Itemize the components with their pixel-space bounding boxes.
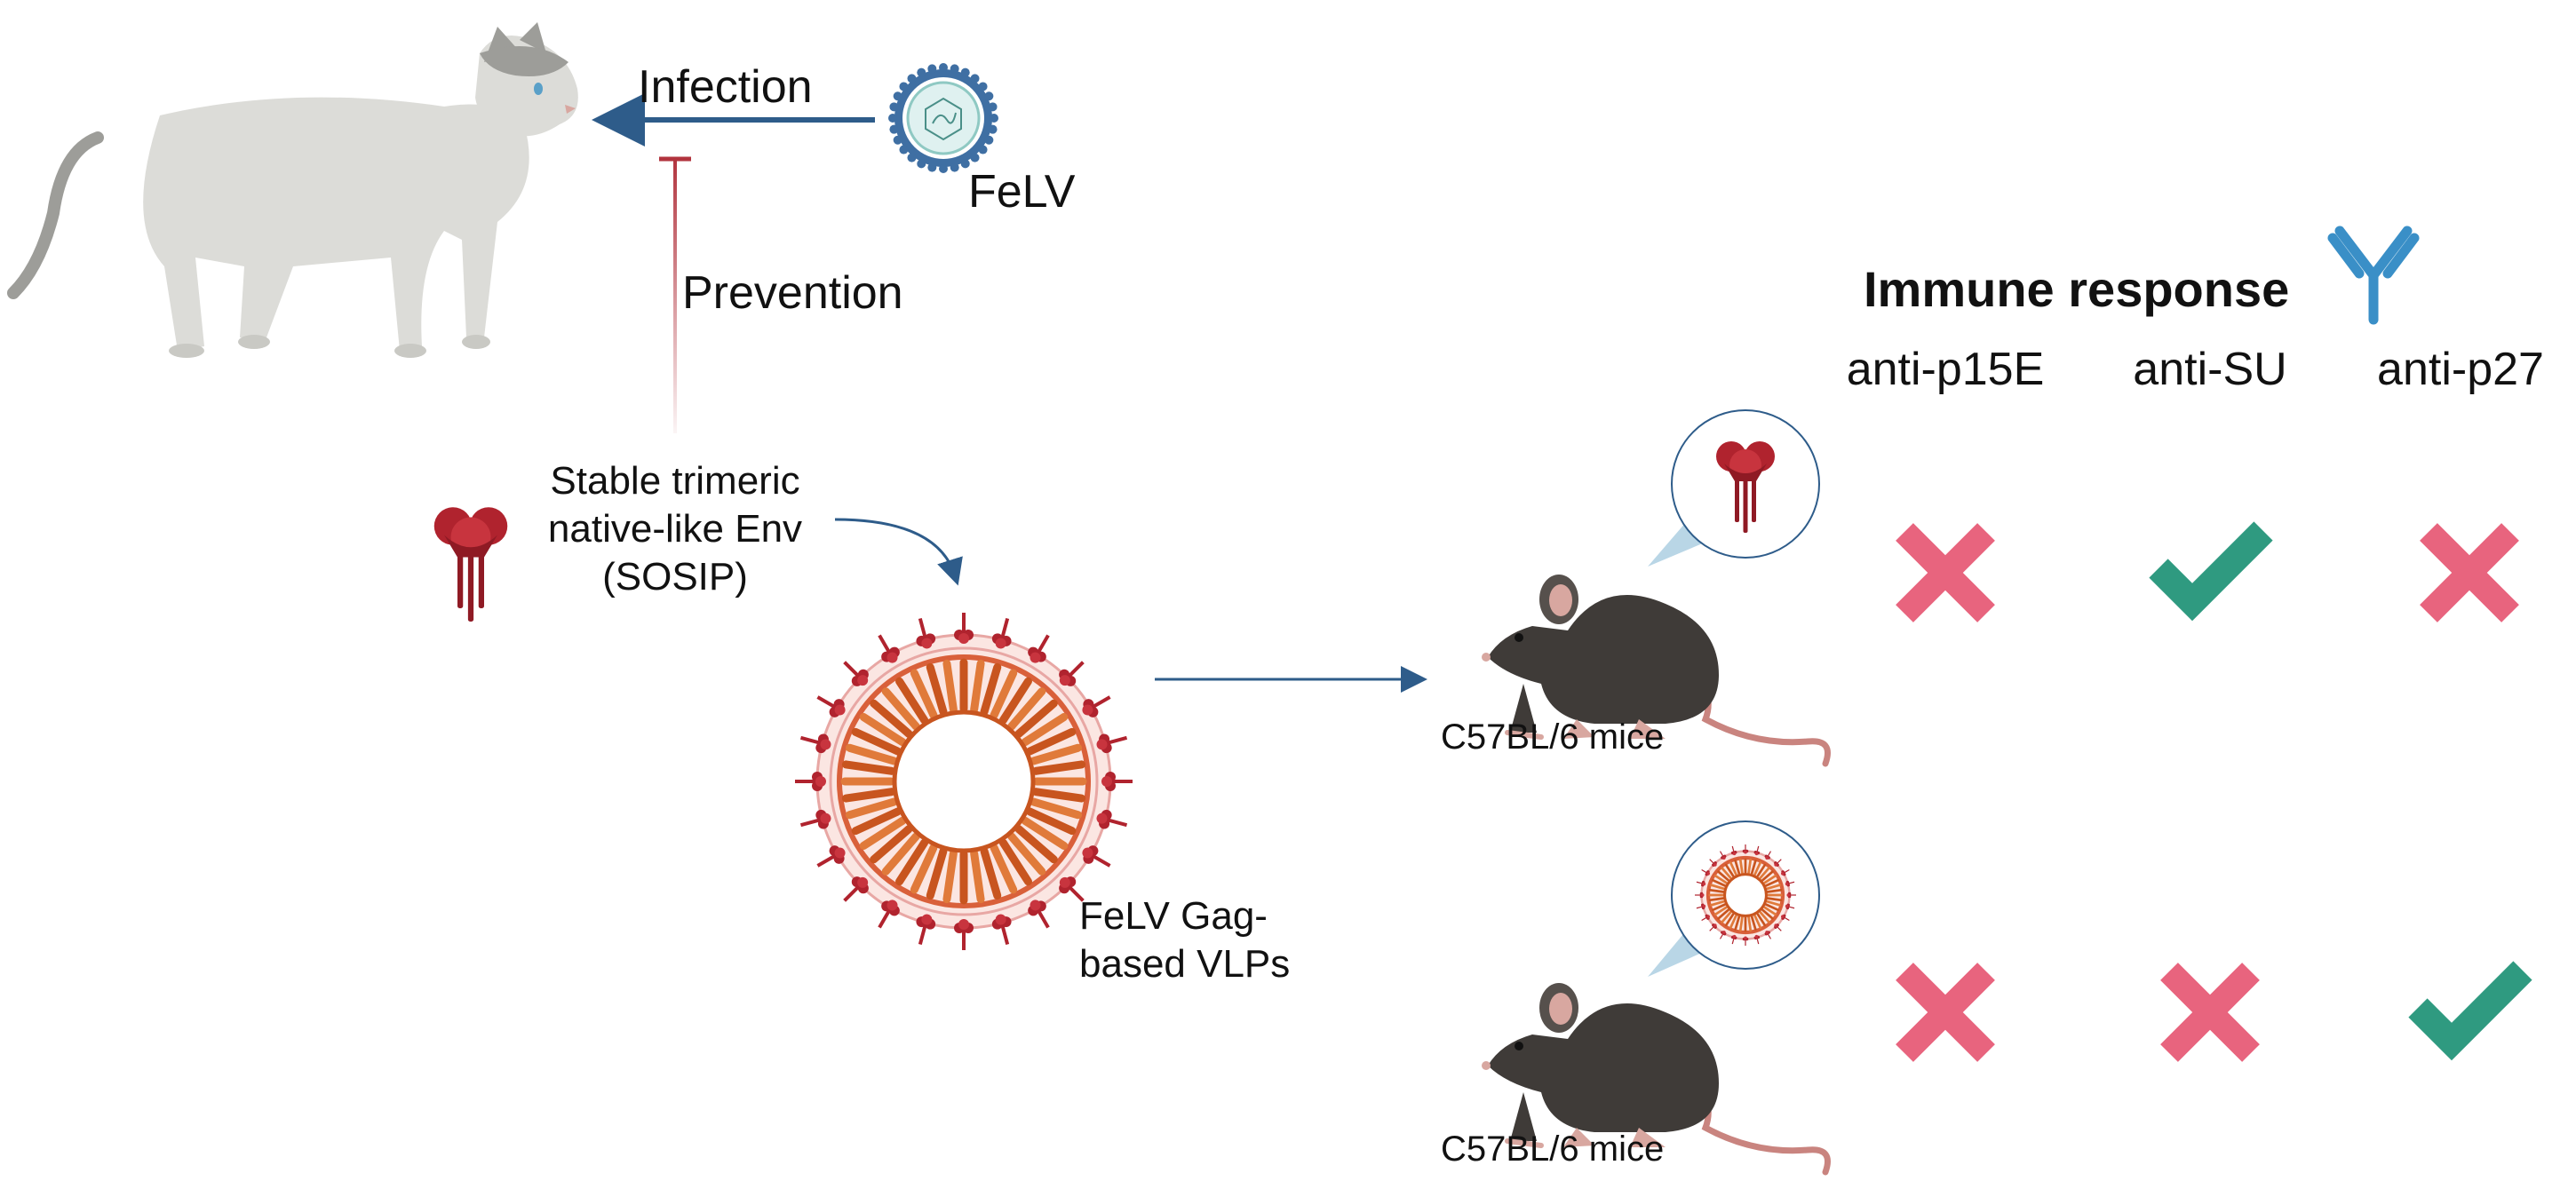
vlp-label: FeLV Gag- based VLPs	[1079, 892, 1290, 988]
env-trimer-icon	[433, 507, 508, 622]
antibody-icon	[2327, 226, 2420, 325]
vlp-label-line1: FeLV Gag-	[1079, 894, 1268, 938]
column-header-anti-p27: anti-p27	[2377, 344, 2544, 395]
env-label: Stable trimeric native-like Env (SOSIP)	[497, 457, 853, 601]
env-label-line1: Stable trimeric	[550, 459, 800, 503]
mice-bottom-label: C57BL/6 mice	[1441, 1130, 1665, 1169]
cross-mark-icon	[2420, 523, 2519, 622]
cat-illustration	[7, 22, 578, 358]
env-label-line2: native-like Env	[547, 507, 803, 551]
cross-mark-icon	[1896, 523, 1995, 622]
cross-mark-icon	[2160, 963, 2260, 1062]
bubble-env	[1648, 409, 1820, 567]
check-mark-icon	[2408, 961, 2532, 1061]
bubble-vlp	[1648, 820, 1820, 977]
check-mark-icon	[2149, 521, 2273, 622]
mice-top-label: C57BL/6 mice	[1441, 717, 1665, 757]
felv-vlp-particle	[795, 613, 1133, 950]
column-header-anti-su: anti-SU	[2133, 344, 2287, 395]
immune-response-heading: Immune response	[1864, 261, 2290, 317]
env-label-line3: (SOSIP)	[602, 555, 748, 598]
prevention-inhibitor	[659, 156, 691, 433]
infection-label: Infection	[638, 61, 813, 113]
felv-label: FeLV	[968, 166, 1076, 218]
column-header-anti-p15e: anti-p15E	[1846, 344, 2045, 395]
env-to-vlp-arrow	[834, 518, 963, 586]
felv-virus-icon	[888, 63, 998, 173]
vlp-label-line2: based VLPs	[1079, 942, 1291, 986]
prevention-label: Prevention	[682, 267, 903, 319]
cross-mark-icon	[1896, 963, 1995, 1062]
